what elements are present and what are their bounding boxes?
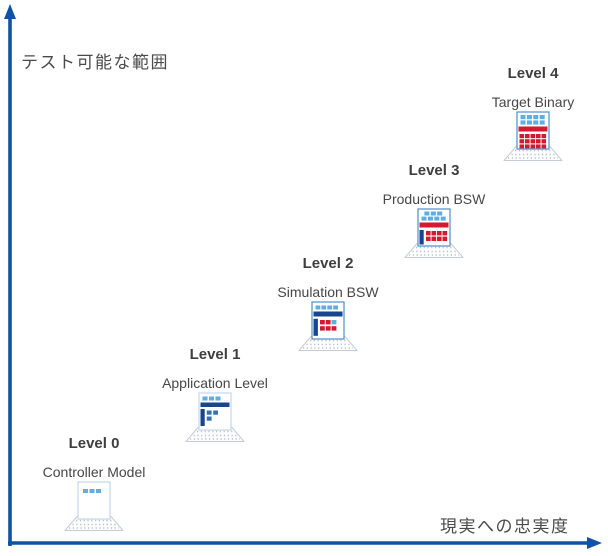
computer-binary-blocks-icon — [503, 111, 563, 161]
level-2-subtitle: Simulation BSW — [277, 284, 379, 300]
level-4-title: Level 4 — [507, 65, 559, 82]
level-group-0: Level 0 Controller Model — [9, 436, 179, 535]
computer-blank-card-icon — [64, 481, 124, 531]
computer-app-blocks-icon — [185, 392, 245, 442]
level-4-subtitle: Target Binary — [491, 94, 575, 110]
level-group-3: Level 3 Production BSW — [349, 163, 519, 262]
level-group-1: Level 1 Application Level — [130, 347, 300, 446]
level-3-title: Level 3 — [408, 162, 460, 179]
level-2-title: Level 2 — [302, 255, 354, 272]
level-group-4: Level 4 Target Binary — [448, 66, 608, 165]
level-0-title: Level 0 — [68, 435, 120, 452]
level-1-title: Level 1 — [189, 346, 241, 363]
level-3-subtitle: Production BSW — [382, 191, 486, 207]
y-axis-label: テスト可能な範囲 — [21, 53, 169, 72]
level-1-subtitle: Application Level — [162, 375, 268, 391]
computer-prod-blocks-icon — [404, 208, 464, 258]
x-axis-label: 現実への忠実度 — [440, 517, 570, 536]
x-axis-arrow — [8, 537, 602, 549]
level-0-subtitle: Controller Model — [42, 464, 146, 480]
level-group-2: Level 2 Simulation BSW — [243, 256, 413, 355]
computer-sim-blocks-icon — [298, 301, 358, 351]
